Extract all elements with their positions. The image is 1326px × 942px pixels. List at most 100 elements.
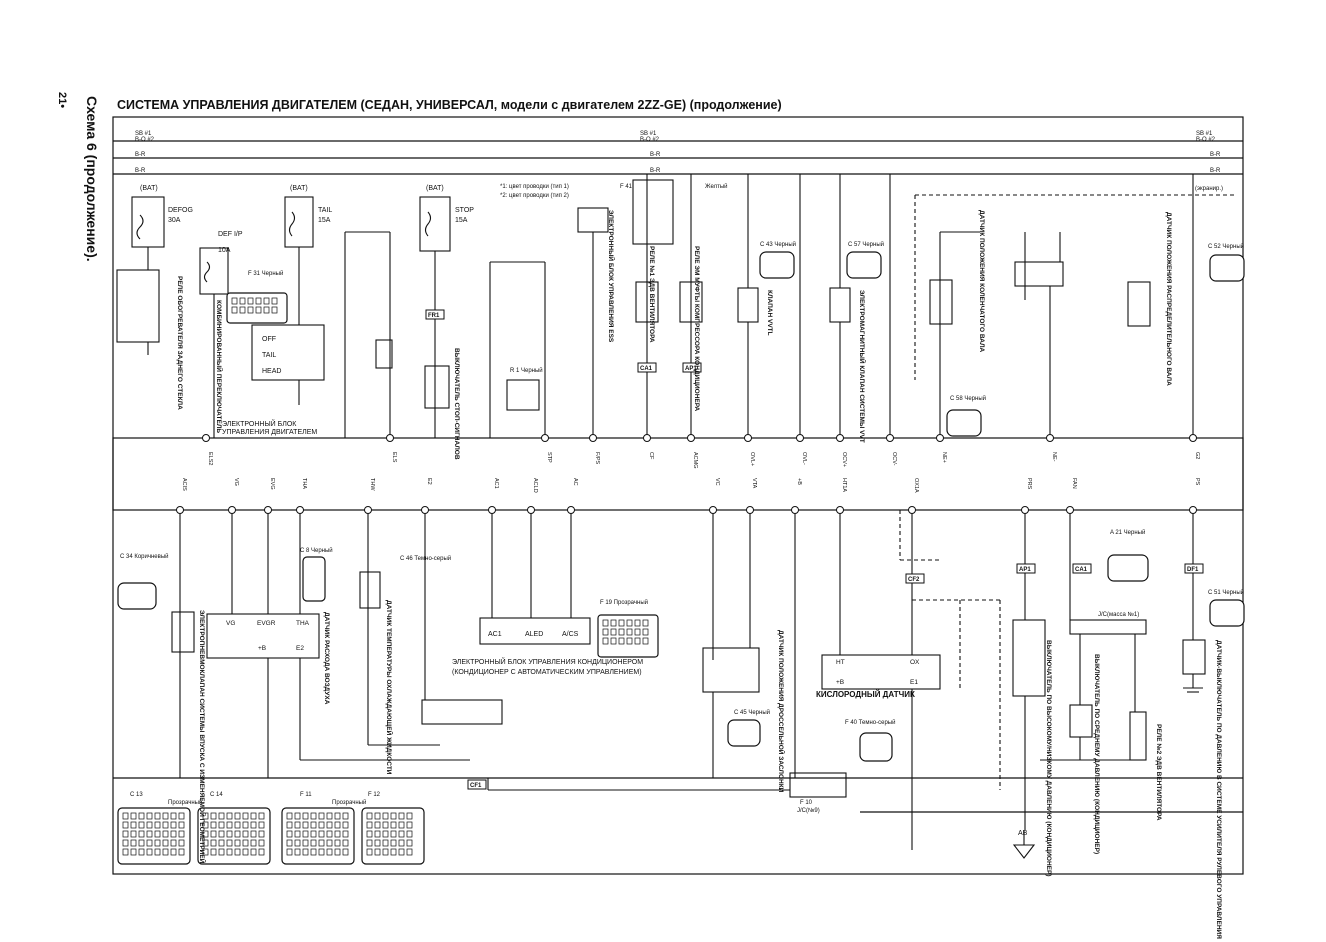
ecu-bottom-pin-2: EVG [269, 478, 275, 490]
tag-ap1-top: AP1 [685, 366, 697, 372]
connector-pin [326, 839, 333, 847]
connector-c57-shape [846, 251, 882, 279]
tag-ca1-top: CA1 [640, 366, 653, 372]
connector-pin [618, 619, 625, 627]
ecu-bottom-pin-3: THA [301, 478, 307, 489]
ecu-top-terminal-10 [936, 434, 944, 442]
connector-pin [390, 812, 397, 820]
connector-pin [310, 839, 317, 847]
fuse-labels: (BAT) DEFOG 30A DEF I/P 10A (BAT) TAIL 1… [140, 185, 474, 254]
ac-label-1: ЭЛЕКТРОННЫЙ БЛОК УПРАВЛЕНИЯ КОНДИЦИОНЕРО… [452, 657, 643, 666]
connector-pin [286, 821, 293, 829]
connector-pin [626, 619, 633, 627]
side-title: Схема 6 (продолжение). [84, 96, 100, 262]
ecu-bottom-terminal-7 [527, 506, 535, 514]
connector-pin [302, 839, 309, 847]
connector-pin [294, 821, 301, 829]
ecu-top-pin-12: G2 [1194, 452, 1200, 459]
ac-ecu-labels: AC1 ALED A/CS ЭЛЕКТРОННЫЙ БЛОК УПРАВЛЕНИ… [452, 631, 643, 676]
br-right: B-R [1210, 152, 1221, 158]
lbl-c45: C 45 Черный [734, 709, 770, 716]
connector-pin [250, 848, 257, 856]
connector-pin [178, 839, 185, 847]
ecu-top-pin-0: ELS2 [207, 452, 213, 465]
page-number: 21• [56, 92, 68, 109]
sb-right: SB #1 [1196, 131, 1213, 137]
connector-pin [374, 839, 381, 847]
bottom-connectors [117, 251, 1245, 865]
tag-df1: DF1 [1187, 567, 1199, 573]
ecu-bottom-terminal-5 [421, 506, 429, 514]
connector-pin [406, 848, 413, 856]
screen-label: (экранир.) [1195, 186, 1223, 192]
connector-pin [202, 839, 209, 847]
connector-pin [302, 821, 309, 829]
connector-pin [122, 821, 129, 829]
connector-pin [146, 839, 153, 847]
connector-pin [130, 812, 137, 820]
lbl-c14: C 14 [210, 792, 223, 798]
ecu-bottom-pin-6: AC1 [493, 478, 499, 489]
lbl-jc9: J/C(№9) [797, 807, 820, 814]
connector-pin [162, 839, 169, 847]
connector-pin [202, 848, 209, 856]
ecu-bottom-terminal-6 [488, 506, 496, 514]
fuse-defog-name: DEFOG [168, 207, 193, 214]
component-label-10: ЭЛЕКТРОПНЕВМОКЛАПАН СИСТЕМЫ ВПУСКА С ИЗМ… [198, 610, 205, 864]
connector-pin [122, 848, 129, 856]
connector-pin [218, 821, 225, 829]
tag-ca1-bottom: CA1 [1075, 567, 1088, 573]
note-2: *2: цвет проводки (тип 2) [500, 193, 569, 199]
connector-pin [382, 830, 389, 838]
lbl-f10: F 10 [800, 800, 813, 806]
ecu-bottom-terminal-0 [176, 506, 184, 514]
ecu-bottom-terminal-16 [1189, 506, 1197, 514]
switch-off: OFF [262, 336, 276, 343]
switch-tail: TAIL [262, 352, 276, 359]
o2-pin-e1: E1 [910, 679, 918, 686]
ecu-top-terminal-9 [886, 434, 894, 442]
connector-pin [271, 306, 278, 314]
connector-pin [286, 812, 293, 820]
lbl-f31: F 31 Черный [248, 270, 283, 277]
ecu-bottom-pin-7: ACLD [532, 478, 538, 493]
connector-pin [234, 830, 241, 838]
ecu-top-terminal-1 [386, 434, 394, 442]
component-label-17: ДАТЧИК-ВЫКЛЮЧАТЕЛЬ ПО ДАВЛЕНИЮ В СИСТЕМЕ… [1215, 640, 1222, 939]
lbl-jc1: J/C(масса №1) [1098, 611, 1139, 618]
ecu-top-pin-5: ACMG [692, 452, 698, 469]
ecu-bottom-pin-11: +B [796, 478, 802, 485]
ground-label: AB [1018, 830, 1028, 837]
ecu-bottom-terminal-14 [1021, 506, 1029, 514]
ecu-top-terminal-6 [744, 434, 752, 442]
lbl-f41: F 41 [620, 184, 633, 190]
connector-pin [390, 848, 397, 856]
connector-pin [398, 812, 405, 820]
connector-pin [610, 628, 617, 636]
connector-pin [255, 306, 262, 314]
connector-pin [318, 821, 325, 829]
component-label-9: ДАТЧИК ПОЛОЖЕНИЯ РАСПРЕДЕЛИТЕЛЬНОГО ВАЛА [1165, 212, 1172, 386]
connector-pin [226, 848, 233, 856]
connector-pin [258, 848, 265, 856]
connector-pin [130, 821, 137, 829]
connector-pin [247, 297, 254, 305]
connector-pin [130, 839, 137, 847]
connector-pin [286, 848, 293, 856]
connector-pin [130, 830, 137, 838]
connector-pin [162, 812, 169, 820]
o2-pin-ht: HT [836, 659, 845, 666]
connector-pin [610, 637, 617, 645]
ecu-top-terminal-5 [687, 434, 695, 442]
connector-pin [250, 821, 257, 829]
ecu-bottom-pin-13: OX1A [913, 478, 919, 493]
connector-pin [218, 830, 225, 838]
connector-pin [302, 812, 309, 820]
connector-pin [406, 821, 413, 829]
connector-pin [250, 812, 257, 820]
connector-c58-shape [946, 409, 982, 437]
lbl-f12: F 12 [368, 792, 381, 798]
connector-pin [154, 812, 161, 820]
switch-head: HEAD [262, 368, 281, 375]
